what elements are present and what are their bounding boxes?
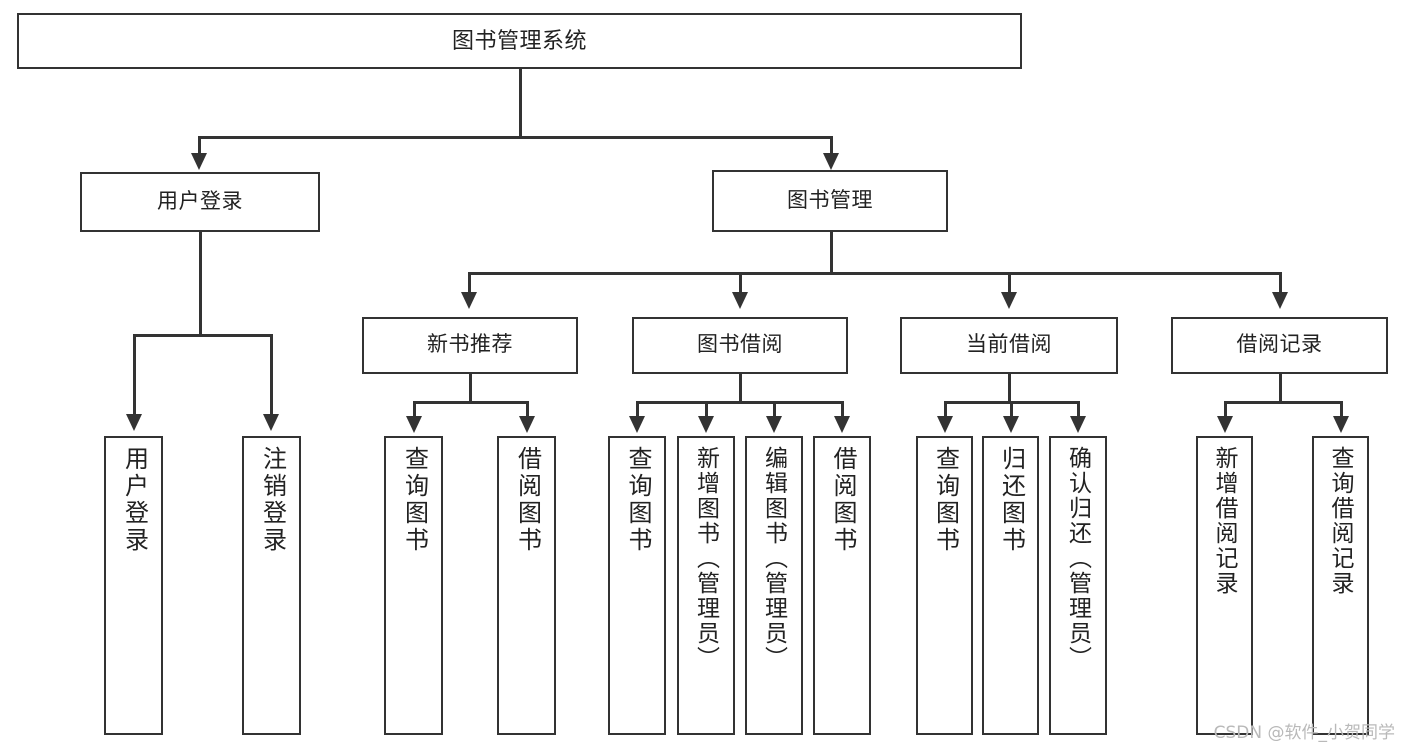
node-label: 新书推荐 xyxy=(427,333,513,357)
node-label: 查询借阅记录 xyxy=(1328,446,1354,596)
leaf-borrow-record-add[interactable]: 新增借阅记录 xyxy=(1196,436,1253,735)
arrowhead-to-borrow-book-bb xyxy=(834,416,850,433)
arrowhead-to-borrow-record xyxy=(1272,292,1288,309)
watermark: CSDN @软件_小贺同学 xyxy=(1213,723,1395,743)
arrowhead-to-borrow-book-nb xyxy=(519,416,535,433)
node-book-management[interactable]: 图书管理 xyxy=(712,170,948,232)
arrowhead-to-query-record xyxy=(1333,416,1349,433)
connector-new-book-bus xyxy=(413,401,528,404)
arrowhead-to-query-book-cb xyxy=(937,416,953,433)
connector-user-login-drop-1 xyxy=(133,334,136,419)
connector-book-manage-drop-2 xyxy=(739,272,742,296)
connector-user-login-stem xyxy=(199,232,202,336)
connector-borrow-record-bus xyxy=(1224,401,1342,404)
connector-book-borrow-stem xyxy=(739,374,742,403)
leaf-book-borrow-query-book[interactable]: 查询图书 xyxy=(608,436,666,735)
node-label: 归还图书 xyxy=(997,446,1025,554)
connector-new-book-drop-1 xyxy=(413,401,416,419)
node-label: 查询图书 xyxy=(931,446,959,554)
leaf-user-login[interactable]: 用户登录 xyxy=(104,436,163,735)
arrowhead-root-to-user-login xyxy=(191,153,207,170)
node-label: 确认归还（管理员） xyxy=(1065,446,1092,671)
connector-book-manage-drop-1 xyxy=(468,272,471,296)
arrowhead-to-book-borrow xyxy=(732,292,748,309)
connector-book-borrow-drop-3 xyxy=(773,401,776,419)
arrowhead-root-to-book-manage xyxy=(823,153,839,170)
node-label: 新增借阅记录 xyxy=(1212,446,1238,596)
node-label: 编辑图书（管理员） xyxy=(761,446,788,671)
connector-book-manage-drop-4 xyxy=(1279,272,1282,296)
connector-book-borrow-drop-4 xyxy=(841,401,844,419)
connector-user-login-drop-2 xyxy=(270,334,273,419)
leaf-borrow-record-query[interactable]: 查询借阅记录 xyxy=(1312,436,1369,735)
leaf-book-borrow-add-book[interactable]: 新增图书（管理员） xyxy=(677,436,735,735)
node-label: 图书借阅 xyxy=(697,333,783,357)
node-label: 借阅图书 xyxy=(829,446,856,554)
connector-book-borrow-bus xyxy=(636,401,843,404)
leaf-new-book-borrow-book[interactable]: 借阅图书 xyxy=(497,436,556,735)
leaf-current-borrow-confirm-return[interactable]: 确认归还（管理员） xyxy=(1049,436,1107,735)
arrowhead-to-return-book-cb xyxy=(1003,416,1019,433)
connector-new-book-stem xyxy=(469,374,472,403)
node-label: 注销登录 xyxy=(258,446,286,554)
connector-user-login-bus xyxy=(133,334,272,337)
arrowhead-to-new-book-recommend xyxy=(461,292,477,309)
arrowhead-to-current-borrow xyxy=(1001,292,1017,309)
node-new-book-recommend[interactable]: 新书推荐 xyxy=(362,317,578,374)
node-label: 新增图书（管理员） xyxy=(693,446,720,671)
arrowhead-to-query-book-bb xyxy=(629,416,645,433)
connector-current-borrow-stem xyxy=(1008,374,1011,403)
node-label: 用户登录 xyxy=(120,446,148,554)
arrowhead-to-edit-book-bb xyxy=(766,416,782,433)
connector-root-drop-book xyxy=(830,136,833,158)
connector-current-borrow-drop-3 xyxy=(1077,401,1080,419)
node-current-borrow[interactable]: 当前借阅 xyxy=(900,317,1118,374)
connector-root-bus xyxy=(198,136,832,139)
connector-current-borrow-drop-2 xyxy=(1010,401,1013,419)
leaf-logout[interactable]: 注销登录 xyxy=(242,436,301,735)
arrowhead-to-logout-leaf xyxy=(263,414,279,431)
leaf-book-borrow-borrow-book[interactable]: 借阅图书 xyxy=(813,436,871,735)
node-book-borrow[interactable]: 图书借阅 xyxy=(632,317,848,374)
connector-new-book-drop-2 xyxy=(526,401,529,419)
connector-book-borrow-drop-2 xyxy=(705,401,708,419)
node-root-system[interactable]: 图书管理系统 xyxy=(17,13,1022,69)
connector-root-stem xyxy=(519,69,522,138)
arrowhead-to-add-record xyxy=(1217,416,1233,433)
leaf-current-borrow-return-book[interactable]: 归还图书 xyxy=(982,436,1039,735)
connector-root-drop-user xyxy=(198,136,201,158)
connector-book-manage-bus xyxy=(468,272,1281,275)
leaf-current-borrow-query-book[interactable]: 查询图书 xyxy=(916,436,973,735)
leaf-book-borrow-edit-book[interactable]: 编辑图书（管理员） xyxy=(745,436,803,735)
node-label: 借阅图书 xyxy=(513,446,541,554)
arrowhead-to-user-login-leaf xyxy=(126,414,142,431)
connector-borrow-record-drop-1 xyxy=(1224,401,1227,419)
connector-book-borrow-drop-1 xyxy=(636,401,639,419)
node-borrow-record[interactable]: 借阅记录 xyxy=(1171,317,1388,374)
connector-book-manage-stem xyxy=(830,232,833,274)
arrowhead-to-query-book-nb xyxy=(406,416,422,433)
connector-borrow-record-stem xyxy=(1279,374,1282,403)
node-label: 查询图书 xyxy=(400,446,428,554)
node-user-login[interactable]: 用户登录 xyxy=(80,172,320,232)
node-label: 图书管理 xyxy=(787,188,873,212)
node-label: 图书管理系统 xyxy=(451,28,587,54)
node-label: 借阅记录 xyxy=(1236,333,1323,357)
leaf-new-book-query-book[interactable]: 查询图书 xyxy=(384,436,443,735)
node-label: 用户登录 xyxy=(157,189,243,213)
arrowhead-to-confirm-return-cb xyxy=(1070,416,1086,433)
node-label: 查询图书 xyxy=(624,446,651,554)
connector-current-borrow-drop-1 xyxy=(944,401,947,419)
connector-book-manage-drop-3 xyxy=(1008,272,1011,296)
arrowhead-to-add-book-bb xyxy=(698,416,714,433)
connector-borrow-record-drop-2 xyxy=(1340,401,1343,419)
node-label: 当前借阅 xyxy=(966,333,1052,357)
